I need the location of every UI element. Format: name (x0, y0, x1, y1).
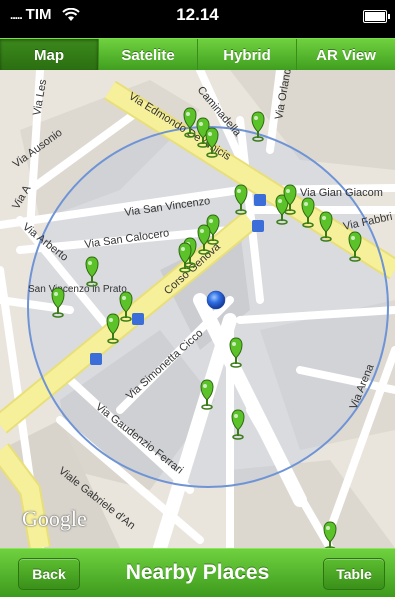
table-button[interactable]: Table (323, 558, 385, 590)
place-pin-icon[interactable] (283, 184, 297, 215)
carrier: ..... TIM (10, 6, 80, 23)
place-pin-icon[interactable] (178, 242, 192, 273)
place-pin-icon[interactable] (85, 256, 99, 287)
transit-icons (90, 194, 266, 365)
place-pin-icon[interactable] (183, 107, 197, 138)
place-pin-icon[interactable] (205, 127, 219, 158)
place-pin-icon[interactable] (51, 287, 65, 318)
place-pin-icon[interactable] (301, 197, 315, 228)
signal-icon: ..... (10, 7, 23, 22)
google-logo: Google (22, 506, 87, 531)
place-pin-icon[interactable] (119, 291, 133, 322)
map-type-tabs: Map Satelite Hybrid AR View (0, 38, 395, 72)
place-pin-icon[interactable] (200, 379, 214, 410)
place-pin-icon[interactable] (348, 231, 362, 262)
battery-icon (363, 10, 390, 23)
place-pin-icon[interactable] (197, 224, 211, 255)
wifi-icon (61, 7, 80, 21)
tab-hybrid[interactable]: Hybrid (198, 39, 297, 71)
tab-satelite[interactable]: Satelite (99, 39, 198, 71)
tab-map[interactable]: Map (0, 39, 99, 71)
place-pin-icon[interactable] (229, 337, 243, 368)
place-pin-icon[interactable] (275, 194, 289, 225)
place-pin-icon[interactable] (231, 409, 245, 440)
place-pin-icon[interactable] (106, 313, 120, 344)
clock: 12.14 (176, 5, 219, 24)
place-pin-icon[interactable] (319, 211, 333, 242)
place-pin-icon[interactable] (234, 184, 248, 215)
status-bar: ..... TIM 12.14 (0, 0, 395, 30)
street-gian-giacomo: Via Gian Giacom (300, 187, 383, 199)
map-view[interactable]: Via Edmondo De Amicis Via Gian Giacom Vi… (0, 70, 395, 548)
carrier-label: TIM (25, 6, 52, 23)
current-location-icon (206, 290, 226, 310)
back-button[interactable]: Back (18, 558, 80, 590)
map-canvas[interactable]: Via Edmondo De Amicis Via Gian Giacom Vi… (0, 70, 395, 548)
tab-ar-view[interactable]: AR View (316, 46, 376, 64)
place-pin-icon[interactable] (323, 521, 337, 548)
page-title: Nearby Places (125, 561, 270, 584)
poi-san-vincenzo: San Vincenzo in Prato (28, 284, 127, 295)
place-pin-icon[interactable] (251, 111, 265, 142)
place-pins (51, 107, 362, 548)
bottom-toolbar: Back Nearby Places Table (0, 548, 395, 597)
